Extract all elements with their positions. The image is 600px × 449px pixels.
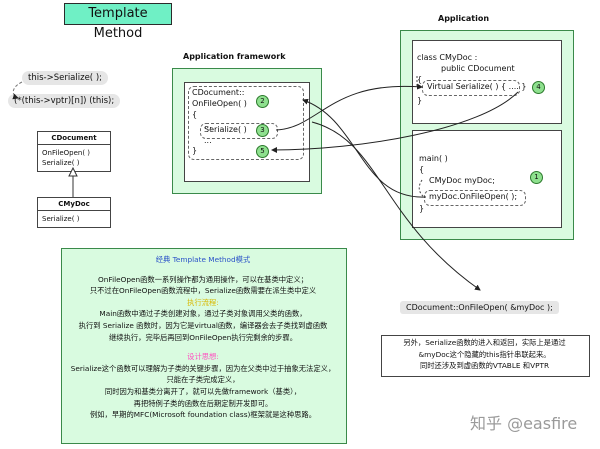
code-line: { <box>419 165 425 174</box>
code-line: } <box>192 146 198 155</box>
code-line: { <box>417 75 423 84</box>
step-badge-2: 2 <box>256 95 269 108</box>
uml-base-method: OnFileOpen( ) <box>42 149 91 157</box>
onfileopen-call: myDoc.OnFileOpen( ); <box>429 192 518 201</box>
text-line: 例如，早期的MFC(Microsoft foundation class)框架就… <box>89 410 317 420</box>
code-line: ... <box>204 121 212 130</box>
text-line: 只不过在OnFileOpen函数流程中，Serialize函数需要在派生类中定义 <box>89 286 317 296</box>
explanation-text: 经典 Template Method模式 OnFileOpen函数一系列操作都为… <box>61 254 345 421</box>
text-line: 只能在子类完成定义， <box>166 375 240 385</box>
text-line: 同时因为和基类分离开了，就可以先做framework（基类）， <box>104 386 302 396</box>
text-line: OnFileOpen函数一系列操作都为通用操作，可以在基类中定义； <box>98 274 308 284</box>
arrow-return <box>271 91 519 153</box>
diagram-title: Template Method <box>64 3 172 41</box>
code-line: main( ) <box>419 154 448 163</box>
text-line: 另外，Serialize函数的进入和返回，实际上是通过 <box>403 338 566 347</box>
note-box <box>381 335 590 377</box>
explanation-box <box>61 248 347 444</box>
inheritance-arrowhead <box>68 166 78 177</box>
note-arrow <box>12 81 23 100</box>
note-text: 另外，Serialize函数的进入和返回，实际上是通过 &myDoc这个隐藏的t… <box>381 337 588 372</box>
uml-base-method: Serialize( ) <box>42 159 80 167</box>
code-line: { <box>192 110 198 119</box>
text-line: &myDoc这个隐藏的this指针串联起来。 <box>418 349 551 359</box>
uml-base-name: CDocument <box>38 132 110 145</box>
arrow-call-onfileopen <box>302 98 427 198</box>
code-line: } <box>419 204 425 213</box>
text-line: Serialize这个函数可以理解为子类的关键步骤，因为在父类中过于抽象无法定义… <box>70 363 336 373</box>
text-line: 执行到 Serialize 函数时，因为它是virtual函数，编译器会去子类找… <box>78 320 328 330</box>
code-line: CMyDoc myDoc; <box>429 176 495 185</box>
code-line: class CMyDoc : <box>417 53 478 62</box>
uml-base-class: CDocument OnFileOpen( ) Serialize( ) <box>37 131 111 172</box>
code-line: ... <box>204 136 212 145</box>
onfileopen-dashed-box <box>188 86 304 160</box>
framework-inner-box <box>184 82 310 182</box>
uml-derived-class: CMyDoc Serialize( ) <box>37 197 111 228</box>
main-code: main( ) { CMyDoc myDoc; <box>419 153 495 186</box>
application-label: Application <box>438 14 490 23</box>
onfileopen-call-box <box>424 190 526 206</box>
serialize-call: Serialize( ) <box>204 125 247 134</box>
arrow-serialize-to-derived <box>275 83 423 131</box>
serialize-call-box <box>200 123 278 139</box>
framework-code: CDocument:: OnFileOpen( ) { ... <box>192 87 247 131</box>
virtual-serialize: Virtual Serialize( ) { .... } <box>427 82 527 91</box>
text-line: 继续执行，完毕后再回到OnFileOpen执行完剩余的步骤。 <box>108 332 297 342</box>
step-badge-1: 1 <box>530 171 543 184</box>
code-line: CDocument:: <box>192 88 245 97</box>
call-label: CDocument::OnFileOpen( &myDoc ); <box>400 301 559 314</box>
text-line: 再把特例子类的函数在后期定制开发即可。 <box>133 398 273 408</box>
code-line: } <box>417 96 423 105</box>
note-this-serialize: this->Serialize( ); <box>22 71 109 85</box>
uml-derived-method: Serialize( ) <box>42 215 80 223</box>
class-code: class CMyDoc : public CDocument { <box>417 52 515 85</box>
code-line: OnFileOpen( ) <box>192 99 247 108</box>
dashed-connector <box>418 179 425 198</box>
watermark: 知乎 @easfire <box>470 414 578 433</box>
step-badge-5: 5 <box>256 145 269 158</box>
step-badge-3: 3 <box>256 124 269 137</box>
note-vptr-call: (*(this->vptr)[n]) (this); <box>8 94 121 108</box>
idea-title: 设计思想: <box>187 352 219 362</box>
code-line: public CDocument <box>441 64 515 73</box>
uml-derived-name: CMyDoc <box>38 198 110 211</box>
arrow-this-pointer <box>311 121 481 291</box>
text-line: Main函数中通过子类创建对象，通过子类对象调用父类的函数， <box>99 309 307 319</box>
text-line: 同时还涉及到虚函数的VTABLE 和VPTR <box>419 361 550 371</box>
step-badge-4: 4 <box>532 81 545 94</box>
explanation-heading: 经典 Template Method模式 <box>155 255 251 264</box>
flow-title: 执行流程: <box>187 297 219 307</box>
framework-label: Application framework <box>183 52 286 61</box>
